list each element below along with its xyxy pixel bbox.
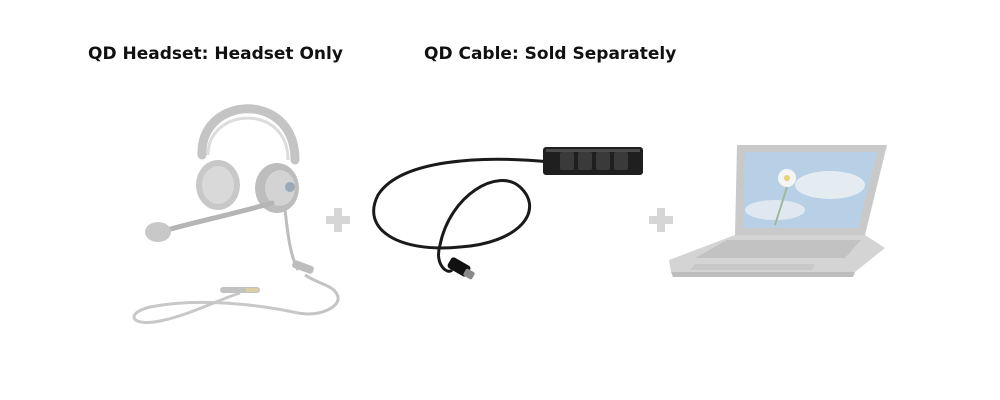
usb-cable-icon bbox=[372, 147, 643, 280]
cable-label: QD Cable: Sold Separately bbox=[424, 44, 677, 64]
plus-icon bbox=[649, 208, 673, 232]
laptop-icon bbox=[669, 145, 887, 277]
headset-label: QD Headset: Headset Only bbox=[88, 44, 343, 64]
headset-icon bbox=[132, 104, 340, 324]
plus-icon bbox=[326, 208, 350, 232]
